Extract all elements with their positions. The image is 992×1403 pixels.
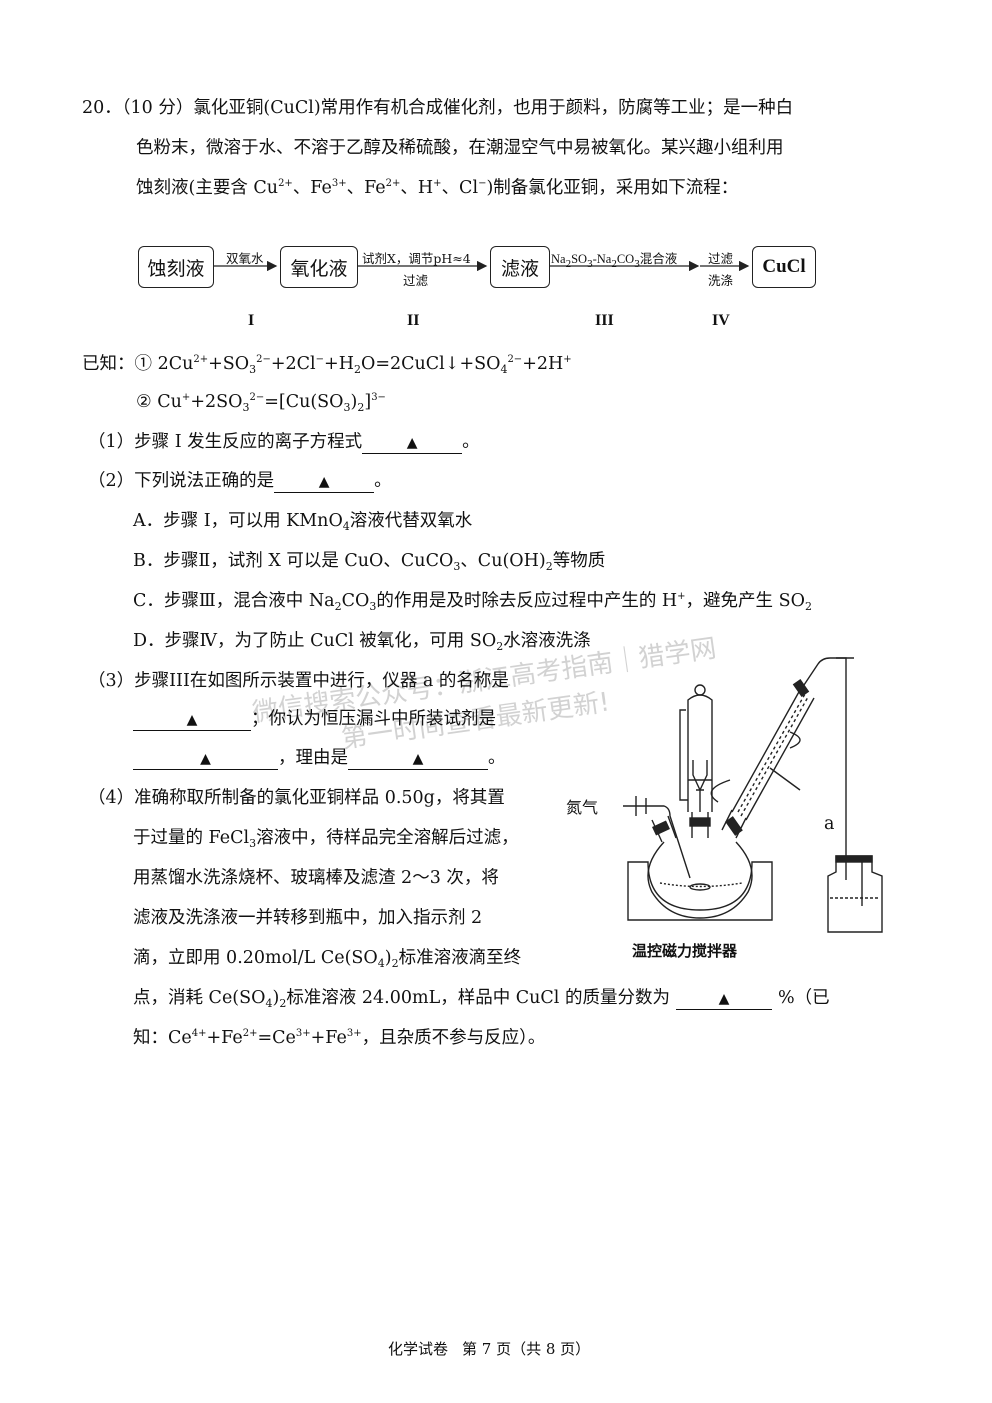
gas-outlet-tube (801, 657, 847, 880)
flow-arrow1-label: 双氧水 (226, 251, 264, 266)
q2-option-c: C．步骤Ⅲ，混合液中 Na2CO3的作用是及时除去反应过程中产生的 H+，避免产… (133, 591, 812, 613)
constant-pressure-funnel (687, 694, 713, 812)
q3-answer-blank-2[interactable]: ▲ (133, 748, 278, 770)
flow-arrow3-label: Na2SO3-Na2CO3混合液 (551, 251, 678, 270)
q2-answer-blank[interactable]: ▲ (274, 471, 375, 493)
flow-box-oxidized-solution: 氧化液 (280, 246, 358, 288)
flow-arrows (214, 260, 750, 272)
q3-answer-blank-1[interactable]: ▲ (133, 709, 251, 731)
step-label-3: III (595, 312, 614, 329)
q3-line1: （3）步骤III在如图所示装置中进行，仪器 a 的名称是 (88, 671, 509, 691)
washing-bottle (827, 855, 883, 933)
question-number: 20． (82, 98, 122, 118)
q4-line4: 滤液及洗涤液一并转移到瓶中，加入指示剂 2 (133, 908, 483, 928)
q1-answer-blank[interactable]: ▲ (362, 432, 463, 454)
q2-line: （2）下列说法正确的是▲。 (88, 471, 392, 493)
flow-box-cucl: CuCl (752, 246, 816, 288)
known-equation-1: 已知：① 2Cu2++SO32−+2Cl−+H2O=2CuCl↓+SO42−+2… (82, 354, 572, 376)
flow-box-etching-solution: 蚀刻液 (138, 246, 214, 288)
q4-line1: （4）准确称取所制备的氯化亚铜样品 0.50g，将其置 (88, 788, 505, 808)
q4-answer-blank[interactable]: ▲ (675, 988, 772, 1010)
question-intro-line3: 蚀刻液(主要含 Cu2+、Fe3+、Fe2+、H+、Cl−)制备氯化亚铜，采用如… (136, 178, 739, 198)
q4-line3: 用蒸馏水洗涤烧杯、玻璃棒及滤渣 2～3 次，将 (133, 868, 499, 888)
three-neck-flask (647, 841, 753, 919)
step-label-4: IV (712, 312, 730, 329)
q3-line3: ▲，理由是▲。 (133, 746, 506, 770)
nitrogen-inlet-tube (640, 805, 691, 879)
question-intro-line1: 20．（10 分）氯化亚铜(CuCl)常用作有机合成催化剂，也用于颜料，防腐等工… (82, 98, 794, 118)
step-label-1: I (248, 312, 255, 329)
q2-option-b: B．步骤Ⅱ，试剂 X 可以是 CuO、CuCO3、Cu(OH)2等物质 (133, 551, 606, 573)
known-equation-2: ② Cu++2SO32−=[Cu(SO3)2]3− (136, 392, 386, 414)
condenser-a-label: a (824, 814, 835, 834)
flow-arrow2-label-bottom: 过滤 (403, 273, 429, 288)
stirrer-caption: 温控磁力搅拌器 (632, 942, 738, 960)
flow-box-filtrate: 滤液 (490, 246, 550, 288)
stirrer-base (627, 861, 773, 921)
flow-arrow4-label-bottom: 洗涤 (708, 273, 734, 288)
flow-arrow2-label-top: 试剂X，调节pH≈4 (362, 251, 471, 266)
nitrogen-label: 氮气 (566, 798, 599, 817)
q3-answer-blank-3[interactable]: ▲ (348, 748, 488, 770)
step-label-2: II (407, 312, 420, 329)
q2-option-a: A．步骤 I，可以用 KMnO4溶液代替双氧水 (133, 511, 473, 533)
q4-line2: 于过量的 FeCl3溶液中，待样品完全溶解后过滤， (133, 828, 519, 850)
question-intro-line2: 色粉末，微溶于水、不溶于乙醇及稀硫酸，在潮湿空气中易被氧化。某兴趣小组利用 (136, 138, 784, 158)
flow-arrow4-label-top: 过滤 (708, 251, 734, 266)
q4-line6: 点，消耗 Ce(SO4)2标准溶液 24.00mL，样品中 CuCl 的质量分数… (133, 988, 830, 1010)
stir-bar (689, 883, 711, 891)
q3-line2: ▲；你认为恒压漏斗中所装试剂是 (133, 707, 496, 731)
q4-line7: 知：Ce4++Fe2+=Ce3++Fe3+，且杂质不参与反应）。 (133, 1028, 546, 1048)
q1-line: （1）步骤 I 发生反应的离子方程式▲。 (88, 432, 480, 454)
footer-page-number: 第 7 页（共 8 页） (462, 1340, 591, 1358)
question-score: （10 分） (121, 98, 194, 118)
q4-line5: 滴，立即用 0.20mol/L Ce(SO4)2标准溶液滴至终 (133, 948, 522, 970)
footer-subject: 化学试卷 (388, 1340, 449, 1358)
q2-option-d: D．步骤Ⅳ，为了防止 CuCl 被氧化，可用 SO2水溶液洗涤 (133, 631, 591, 653)
condenser-a (731, 689, 815, 821)
